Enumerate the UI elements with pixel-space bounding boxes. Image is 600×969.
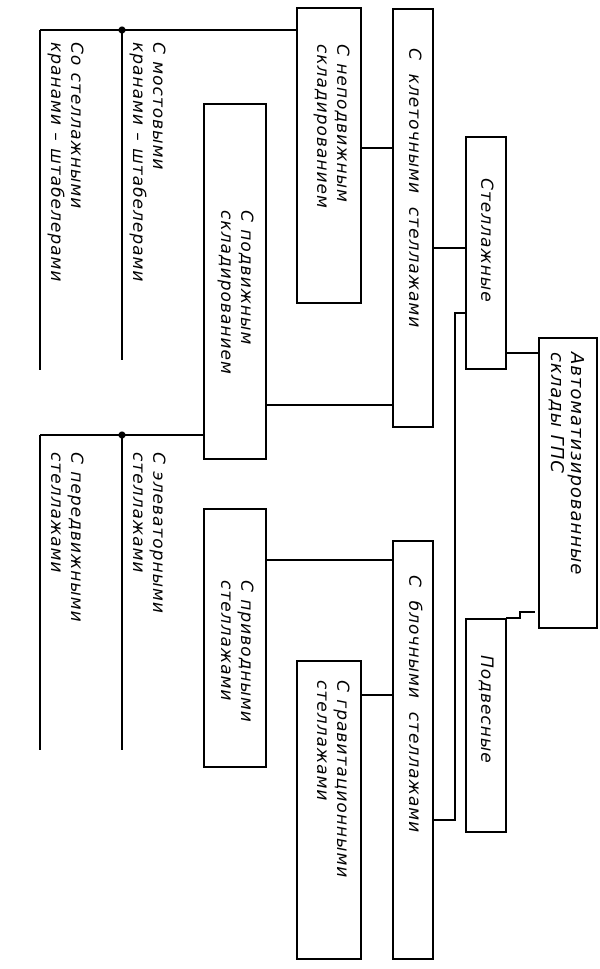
box-nepodvizhnoe [296, 7, 362, 304]
label-root: Автоматизированные склады ГПС [546, 352, 587, 576]
box-blochnye [392, 540, 434, 960]
box-privodnye [203, 508, 267, 768]
label-stellazhnye-krany: Со стеллажными кранами – штабелерами [46, 42, 86, 283]
label-elevatornye: С элеваторными стеллажами [128, 452, 168, 614]
box-podvesnye [465, 618, 507, 833]
label-blochnye: С блочными стеллажами [404, 575, 424, 834]
label-podvesnye: Подвесные [476, 655, 496, 764]
label-stellazhnye: Стеллажные [476, 178, 496, 303]
connector [432, 312, 465, 821]
box-kletochnye [392, 8, 434, 428]
label-nepodvizhnoe: С неподвижным складированием [312, 44, 352, 209]
label-podvizhnoe: С подвижным складированием [216, 210, 256, 375]
label-peredvizhnye: С передвижными стеллажами [46, 452, 86, 623]
box-stellazhnye [465, 136, 507, 370]
junction-dot [118, 26, 126, 34]
connector [506, 611, 535, 619]
label-kletochnye: С клеточными стеллажами [404, 48, 424, 329]
junction-dot [118, 431, 126, 439]
box-root [538, 337, 598, 629]
box-gravitacionnye [296, 660, 362, 960]
label-gravitacionnye: С гравитационными стеллажами [312, 680, 352, 879]
box-podvizhnoe [203, 103, 267, 460]
label-privodnye: С приводными стеллажами [216, 580, 256, 723]
label-mostovye: С мостовыми кранами – штабелерами [128, 42, 168, 283]
